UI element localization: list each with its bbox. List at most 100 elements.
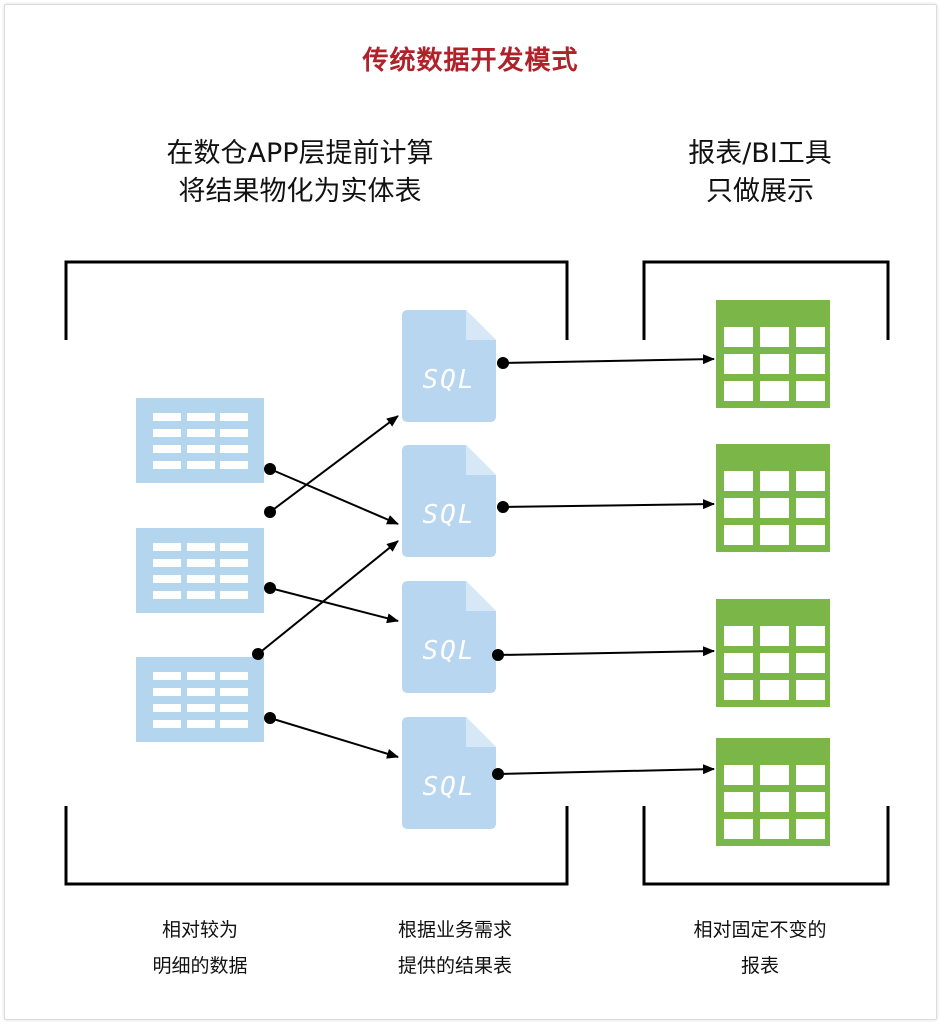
connector-2: [264, 415, 399, 518]
source-table-cell: [220, 704, 248, 712]
report-table-cell: [760, 525, 789, 545]
connector-arrow: [269, 717, 399, 759]
source-table-cell: [187, 575, 215, 583]
source-caption-line-1: 相对较为: [161, 919, 238, 941]
connector-arrow: [502, 499, 715, 510]
connector-arrow: [502, 354, 715, 365]
report-table-cell: [796, 498, 825, 518]
source-table-cell: [187, 429, 215, 437]
source-table-cell: [220, 445, 248, 453]
source-table-bg: [136, 528, 264, 613]
connector-7: [497, 499, 715, 513]
report-table-cell: [796, 792, 825, 812]
source-table-cell: [187, 720, 215, 728]
sql-doc-fold: [466, 310, 496, 340]
source-table-cell: [220, 720, 248, 728]
report-table-cell: [796, 381, 825, 401]
source-table-bg: [136, 657, 264, 742]
source-tables: [136, 398, 264, 742]
connector-9: [492, 764, 715, 780]
source-table-cell: [153, 720, 181, 728]
sql-doc-label: SQL: [423, 365, 476, 395]
report-table-cell: [724, 471, 753, 491]
left-heading-line-2: 将结果物化为实体表: [178, 176, 422, 207]
report-table-cell: [760, 327, 789, 347]
source-table-cell: [187, 543, 215, 551]
left-heading-line-1: 在数仓APP层提前计算: [166, 138, 434, 169]
source-table-cell: [153, 688, 181, 696]
sql-doc-label: SQL: [423, 636, 476, 666]
source-table-cell: [220, 413, 248, 421]
connector-dot: [264, 463, 276, 475]
report-table-cell: [760, 653, 789, 673]
source-table-cell: [187, 591, 215, 599]
source-table-cell: [153, 575, 181, 583]
source-table-cell: [220, 543, 248, 551]
reports-caption: 相对固定不变的 报表: [660, 912, 860, 984]
connector-arrow: [497, 764, 715, 775]
connector-dot: [492, 768, 504, 780]
report-table-cell: [724, 626, 753, 646]
report-table-cell: [760, 765, 789, 785]
source-table-cell: [187, 704, 215, 712]
connector-dot: [497, 357, 509, 369]
report-table-cell: [724, 653, 753, 673]
report-table-cell: [796, 354, 825, 374]
report-table-cell: [760, 471, 789, 491]
sql-doc-2: SQL: [402, 445, 496, 557]
source-table-cell: [187, 413, 215, 421]
report-table-cell: [796, 653, 825, 673]
source-table-1: [136, 398, 264, 483]
middle-caption-line-2: 提供的结果表: [397, 955, 512, 977]
report-table-cell: [724, 354, 753, 374]
report-table-cell: [760, 498, 789, 518]
report-table-cell: [724, 765, 753, 785]
source-table-cell: [153, 543, 181, 551]
source-table-cell: [187, 559, 215, 567]
source-table-cell: [220, 591, 248, 599]
sql-doc-fold: [466, 581, 496, 611]
report-table-1: [716, 300, 830, 408]
source-table-cell: [187, 672, 215, 680]
sql-doc-fold: [466, 717, 496, 747]
source-caption: 相对较为 明细的数据: [110, 912, 290, 984]
report-table-4: [716, 738, 830, 846]
sql-doc-label: SQL: [423, 500, 476, 530]
report-table-cell: [760, 680, 789, 700]
report-table-cell: [724, 819, 753, 839]
connector-arrow: [497, 646, 715, 657]
report-table-cell: [796, 819, 825, 839]
report-table-cell: [724, 792, 753, 812]
source-table-cell: [153, 461, 181, 469]
left-bracket: [64, 260, 569, 886]
right-heading: 报表/BI工具 只做展示: [630, 135, 890, 211]
source-table-cell: [187, 688, 215, 696]
middle-caption-line-1: 根据业务需求: [397, 919, 512, 941]
source-table-cell: [220, 429, 248, 437]
report-table-cell: [724, 498, 753, 518]
report-table-cell: [796, 765, 825, 785]
reports-caption-line-1: 相对固定不变的: [693, 919, 827, 941]
connectors: [252, 354, 715, 780]
right-heading-line-2: 只做展示: [706, 176, 814, 207]
report-table-cell: [724, 381, 753, 401]
source-table-cell: [220, 688, 248, 696]
connector-arrow: [269, 415, 399, 513]
sql-documents: SQL SQL SQL SQL: [402, 310, 496, 829]
source-table-cell: [153, 429, 181, 437]
left-heading: 在数仓APP层提前计算 将结果物化为实体表: [90, 135, 510, 211]
sql-doc-label: SQL: [423, 772, 476, 802]
report-table-cell: [760, 626, 789, 646]
source-table-cell: [153, 445, 181, 453]
connector-dot: [497, 501, 509, 513]
report-table-3: [716, 599, 830, 707]
sql-doc-3: SQL: [402, 581, 496, 693]
source-caption-line-2: 明细的数据: [152, 955, 248, 977]
connector-dot: [252, 648, 264, 660]
source-table-cell: [187, 445, 215, 453]
source-table-cell: [220, 461, 248, 469]
source-table-cell: [153, 591, 181, 599]
diagram-title: 传统数据开发模式: [362, 46, 579, 76]
report-table-cell: [760, 819, 789, 839]
report-table-cell: [796, 327, 825, 347]
